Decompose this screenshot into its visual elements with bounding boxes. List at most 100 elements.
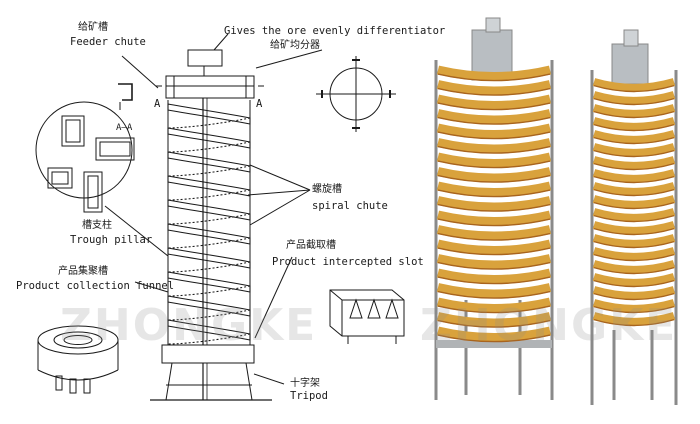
photo-spiral-ring — [592, 247, 676, 261]
photo-spiral-edge — [593, 279, 675, 288]
photo-spiral-ring — [592, 260, 676, 274]
photo-spiral-edge — [437, 276, 551, 285]
photo-spiral-ring — [436, 254, 552, 270]
photo-spiral-edge — [593, 188, 675, 197]
watermark-right: ZHONGKE — [420, 300, 678, 351]
photo-spiral-ring — [592, 299, 676, 313]
photo-spiral-ring — [592, 104, 676, 118]
photo-spiral-ring — [436, 210, 552, 226]
tripod-leg-left — [165, 362, 173, 401]
spiral-turn-back — [167, 213, 251, 225]
tripod-cn-label: 十字架 — [290, 378, 320, 389]
photo-spiral-edge — [437, 334, 551, 343]
photo-spiral-edge — [437, 232, 551, 241]
intercepted-slot-en-label: Product intercepted slot — [272, 256, 424, 268]
photo-spiral-edge — [437, 305, 551, 314]
photo-spiral-edge — [437, 145, 551, 154]
photo-spiral-edge — [593, 175, 675, 184]
photo-spiral-ring — [592, 234, 676, 248]
photo-spiral-edge — [593, 240, 675, 249]
photo-spiral-ring — [436, 326, 552, 342]
intercepted-slot-cn-label: 产品截取槽 — [286, 240, 336, 251]
spiral-chute-cn-label: 螺旋槽 — [312, 184, 342, 195]
photo-spiral-edge — [437, 73, 551, 82]
photo-spiral-edge — [437, 189, 551, 198]
trough-pillar-cn-label: 槽支柱 — [82, 220, 112, 231]
feeder-chute-cn-label: 给矿槽 — [78, 22, 108, 33]
differentiator-en-label: Gives the ore evenly differentiator — [224, 25, 446, 37]
photo-spiral-edge — [593, 201, 675, 210]
spiral-turn-back — [167, 309, 251, 321]
tripod-en-label: Tripod — [290, 390, 328, 402]
tripod-leg-right — [245, 362, 253, 401]
photo-spiral-edge — [593, 162, 675, 171]
photo-spiral-edge — [437, 290, 551, 299]
photo-spiral-ring — [436, 167, 552, 183]
spiral-turn-back — [167, 285, 251, 297]
photo-spiral-ring — [436, 225, 552, 241]
photo-spiral-ring — [592, 312, 676, 326]
photo-spiral-ring — [592, 182, 676, 196]
photo-spiral-edge — [437, 218, 551, 227]
photo-spiral-edge — [593, 149, 675, 158]
photo-spiral-ring — [592, 195, 676, 209]
photo-spiral-edge — [593, 97, 675, 106]
spiral-photo-right — [590, 29, 678, 405]
spiral-turn — [167, 199, 251, 221]
photo-spiral-ring — [592, 273, 676, 287]
photo-spiral-edge — [593, 110, 675, 119]
photo-spiral-ring — [592, 156, 676, 170]
photo-spiral-ring — [436, 312, 552, 328]
spiral-turn — [167, 127, 251, 149]
spiral-turn — [167, 319, 251, 341]
section-a-right-label: A — [256, 98, 263, 110]
section-aa-label: A—A — [116, 123, 133, 133]
photo-spiral-ring — [436, 109, 552, 125]
spiral-turn-back — [167, 141, 251, 153]
photo-spiral-ring — [592, 143, 676, 157]
photo-spiral-edge — [437, 131, 551, 140]
photo-spiral-ring — [436, 196, 552, 212]
photo-spiral-ring — [436, 268, 552, 284]
spiral-turn-back — [167, 333, 251, 345]
photo-spiral-ring — [592, 130, 676, 144]
section-a-left-label: A — [154, 98, 161, 110]
photo-spiral-edge — [593, 305, 675, 314]
spiral-turn-back — [167, 189, 251, 201]
spiral-turn — [167, 103, 251, 125]
photo-spiral-ring — [436, 239, 552, 255]
photo-spiral-ring — [436, 181, 552, 197]
photo-spiral-ring — [436, 65, 552, 81]
spiral-turn-back — [167, 261, 251, 273]
photo-spiral-ring — [436, 94, 552, 110]
collection-funnel-cn-label: 产品集聚槽 — [58, 266, 108, 277]
differentiator-cn-label: 给矿均分器 — [270, 40, 320, 51]
feeder-chute-en-label: Feeder chute — [70, 36, 146, 48]
photo-spiral-ring — [592, 208, 676, 222]
photo-spiral-ring — [436, 283, 552, 299]
collection-funnel-en-label: Product collection funnel — [16, 280, 175, 292]
bottom-collector — [161, 344, 255, 364]
spiral-turn — [167, 175, 251, 197]
photo-spiral-ring — [436, 138, 552, 154]
spiral-turn — [167, 223, 251, 245]
photo-spiral-ring — [592, 117, 676, 131]
photo-spiral-edge — [593, 266, 675, 275]
photo-spiral-edge — [437, 102, 551, 111]
photo-spiral-ring — [436, 123, 552, 139]
photo-spiral-edge — [437, 174, 551, 183]
spiral-turn — [167, 295, 251, 317]
photo-spiral-edge — [437, 203, 551, 212]
photo-spiral-edge — [437, 247, 551, 256]
photo-spiral-edge — [437, 319, 551, 328]
photo-spiral-edge — [593, 253, 675, 262]
differentiator-box — [187, 49, 223, 67]
photo-spiral-ring — [436, 152, 552, 168]
intercepted-slot-drawing — [329, 289, 405, 337]
photo-spiral-edge — [437, 160, 551, 169]
photo-spiral-edge — [593, 214, 675, 223]
photo-spiral-ring — [436, 297, 552, 313]
photo-spiral-ring — [592, 169, 676, 183]
photo-spiral-edge — [593, 136, 675, 145]
